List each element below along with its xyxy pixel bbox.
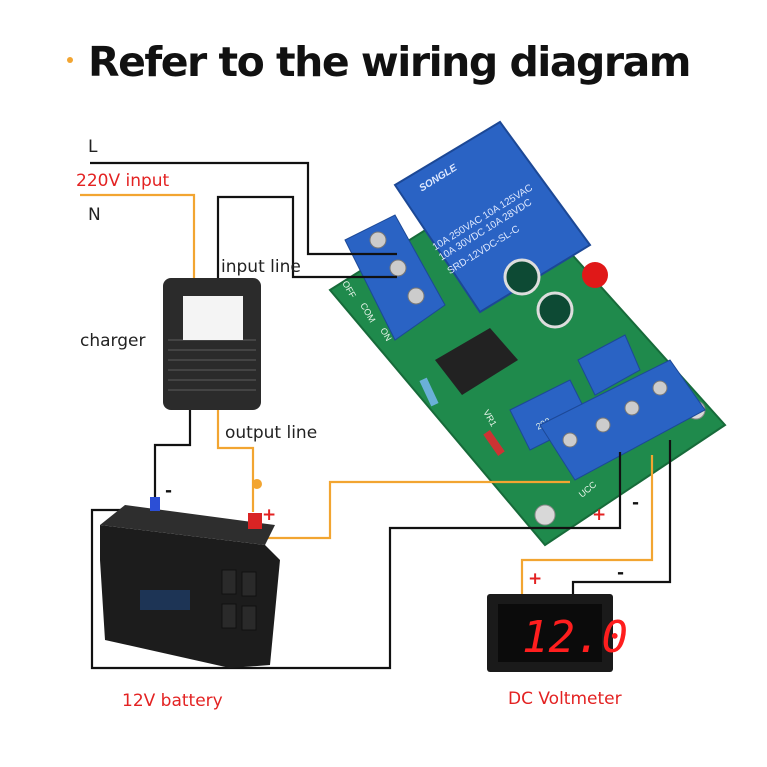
resistor (419, 377, 439, 407)
charging-control-board: SONGLE 10A 250VAC 10A 125VAC 10A 30VDC 1… (328, 120, 727, 547)
voltmeter-minus-sign: - (617, 563, 624, 583)
label-dc-voltmeter: DC Voltmeter (508, 689, 622, 709)
wire-battery-negative (90, 452, 622, 670)
battery-minus-sign: - (165, 481, 172, 501)
wire-charger-positive (216, 405, 255, 512)
junction-dot (252, 479, 262, 489)
potentiometer (577, 334, 641, 396)
voltmeter-reading: 12.0 (522, 612, 628, 663)
title-bullet-icon (67, 57, 73, 63)
label-input-line: input line (221, 257, 301, 277)
wire-battery-positive (266, 480, 570, 540)
label-12v-battery: 12V battery (122, 691, 223, 711)
label-output-line: output line (225, 423, 317, 443)
battery (100, 497, 280, 668)
dc-voltmeter: 12.0 (487, 594, 628, 672)
capacitor (503, 258, 541, 296)
label-n: N (88, 205, 101, 225)
label-l: L (88, 137, 98, 157)
wire-neutral (80, 193, 196, 295)
page-title: Refer to the wiring diagram (88, 38, 690, 86)
board-minus-sign: - (632, 493, 639, 513)
battery-plus-sign: + (262, 505, 276, 525)
label-220v-input: 220V input (76, 171, 170, 191)
battery-positive-terminal (248, 513, 262, 529)
led-icon (582, 262, 608, 288)
wire-charger-negative (153, 405, 192, 500)
voltmeter-plus-sign: + (528, 569, 542, 589)
battery-negative-terminal (150, 497, 160, 511)
diode (483, 430, 505, 456)
power-terminal-block: UCC (539, 359, 706, 500)
wire-input-line (216, 195, 397, 295)
ic-chip (435, 328, 518, 395)
capacitor (536, 291, 574, 329)
wire-voltmeter-positive (520, 455, 654, 598)
wire-live (90, 161, 397, 256)
board-plus-sign: + (592, 505, 606, 525)
charger (163, 278, 261, 410)
charger-label-sticker (183, 296, 243, 340)
label-charger: charger (80, 331, 145, 351)
